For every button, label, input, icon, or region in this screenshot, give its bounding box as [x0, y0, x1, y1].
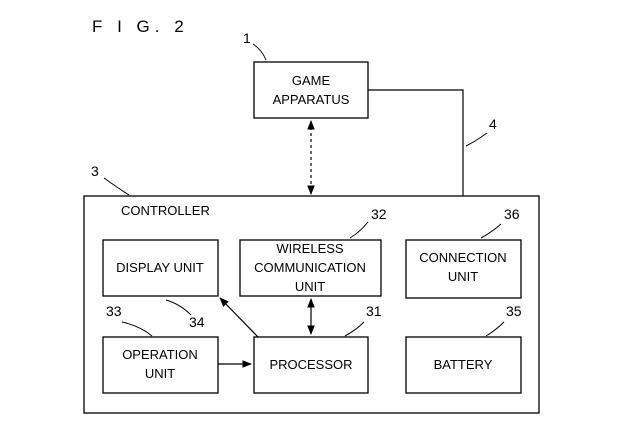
wireless-unit-label-line2: COMMUNICATION [254, 260, 366, 275]
wireless-unit-ref: 32 [371, 206, 387, 222]
display-unit-ref: 34 [189, 314, 205, 330]
controller-ref: 3 [91, 163, 99, 179]
game-apparatus-ref: 1 [243, 30, 251, 46]
display-unit-label: DISPLAY UNIT [116, 260, 204, 275]
processor-leader [344, 321, 365, 337]
wireless-unit-leader [349, 221, 369, 239]
connection-unit-box [405, 239, 522, 299]
figure-label: F I G. 2 [92, 17, 189, 36]
operation-unit-leader [121, 321, 153, 337]
battery-label: BATTERY [434, 357, 493, 372]
controller-leader [103, 177, 130, 196]
cable-leader [465, 132, 488, 147]
connection-unit-label-line1: CONNECTION [419, 250, 506, 265]
connection-unit-leader [480, 223, 502, 239]
operation-unit-label-line1: OPERATION [122, 347, 198, 362]
wireless-unit-label-line1: WIRELESS [276, 241, 344, 256]
processor-label: PROCESSOR [269, 357, 352, 372]
display-unit-box [102, 239, 219, 297]
game-apparatus-label-line1: GAME [292, 73, 331, 88]
game-apparatus-box [253, 61, 369, 119]
game-apparatus-leader [252, 43, 267, 61]
connection-unit-ref: 36 [504, 206, 520, 222]
battery-leader [485, 321, 505, 337]
processor-display-arrow [219, 297, 259, 338]
operation-unit-label-line2: UNIT [145, 366, 175, 381]
controller-label: CONTROLLER [121, 203, 210, 218]
battery-ref: 35 [506, 303, 522, 319]
wireless-unit-label-line3: UNIT [295, 279, 325, 294]
battery-box [405, 336, 522, 394]
operation-unit-ref: 33 [106, 303, 122, 319]
operation-unit-box [102, 336, 219, 394]
processor-box [253, 336, 369, 394]
game-apparatus-label-line2: APPARATUS [273, 92, 350, 107]
processor-ref: 31 [366, 303, 382, 319]
wireless-unit-box [239, 239, 382, 297]
display-unit-leader [165, 299, 192, 316]
connection-unit-label-line2: UNIT [448, 269, 478, 284]
cable-line [368, 89, 464, 240]
cable-ref: 4 [489, 116, 497, 132]
